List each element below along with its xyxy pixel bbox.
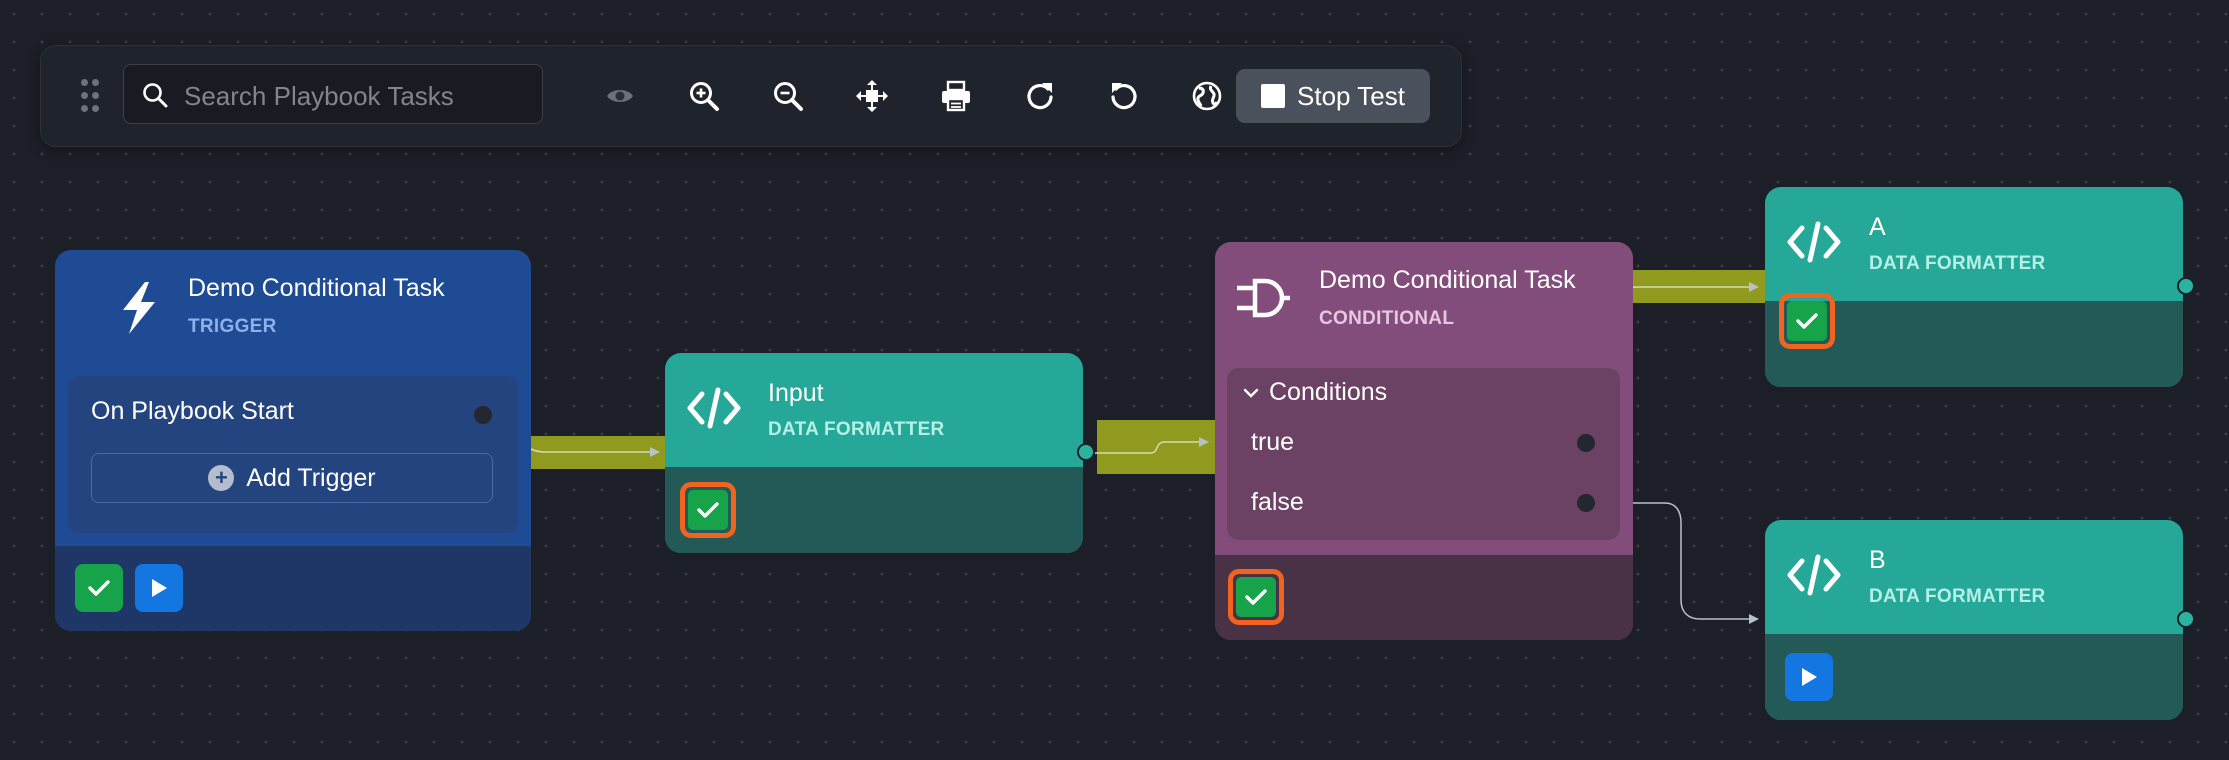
conditional-subtitle: CONDITIONAL: [1319, 308, 1455, 329]
edge-highlight-input-conditional: [1097, 420, 1215, 474]
trigger-body: [68, 376, 518, 533]
conditional-node[interactable]: Demo Conditional Task CONDITIONAL Condit…: [1215, 242, 1633, 640]
trigger-node[interactable]: Demo Conditional Task TRIGGER On Playboo…: [55, 250, 531, 631]
play-icon: [1802, 668, 1817, 686]
redo-icon: [1027, 83, 1053, 110]
edge-false-b[interactable]: [1593, 502, 1759, 624]
zoom-out-icon: [774, 82, 803, 111]
lightning-icon: [123, 282, 155, 334]
search-box: [123, 64, 543, 124]
a-subtitle: DATA FORMATTER: [1869, 253, 2046, 274]
code-icon: [687, 387, 741, 429]
input-node[interactable]: Input DATA FORMATTER: [665, 353, 1083, 553]
a-title: A: [1869, 213, 1886, 241]
conditions-panel: [1227, 368, 1620, 540]
globe-icon: [1192, 81, 1222, 111]
input-subtitle: DATA FORMATTER: [768, 419, 945, 440]
a-node[interactable]: A DATA FORMATTER: [1765, 187, 2183, 387]
add-trigger-button[interactable]: + Add Trigger: [91, 453, 493, 503]
redo-button[interactable]: [1017, 73, 1063, 119]
conditions-toggle[interactable]: Conditions: [1243, 378, 1387, 407]
zoom-in-button[interactable]: [681, 73, 727, 119]
undo-button[interactable]: [1101, 73, 1147, 119]
trigger-title: Demo Conditional Task: [188, 274, 445, 302]
stop-test-label: Stop Test: [1297, 80, 1405, 111]
input-title: Input: [768, 379, 824, 407]
stop-icon: [1261, 84, 1286, 108]
output-port-true[interactable]: [1577, 434, 1595, 452]
success-indicator-selected[interactable]: [1228, 569, 1284, 625]
check-icon: [1796, 313, 1818, 329]
fit-view-button[interactable]: [849, 73, 895, 119]
code-icon: [1787, 554, 1841, 596]
output-port-b[interactable]: [2177, 610, 2195, 628]
conditional-footer: [1215, 555, 1633, 640]
output-port-false[interactable]: [1577, 494, 1595, 512]
zoom-out-button[interactable]: [765, 73, 811, 119]
search-input[interactable]: [182, 75, 526, 117]
b-footer: [1765, 634, 2183, 720]
b-title: B: [1869, 546, 1886, 574]
toggle-visibility-button[interactable]: [597, 73, 643, 119]
stop-test-button[interactable]: Stop Test: [1236, 69, 1430, 123]
success-indicator-selected[interactable]: [1779, 293, 1835, 349]
search-icon: [143, 83, 168, 108]
condition-false: false: [1251, 488, 1304, 516]
check-icon: [697, 502, 719, 518]
conditions-label: Conditions: [1269, 378, 1388, 406]
drag-handle-icon[interactable]: [81, 79, 101, 113]
run-button[interactable]: [1785, 653, 1833, 701]
run-button[interactable]: [135, 564, 183, 612]
plus-circle-icon: +: [208, 465, 235, 491]
b-node[interactable]: B DATA FORMATTER: [1765, 520, 2183, 720]
b-subtitle: DATA FORMATTER: [1869, 586, 2046, 607]
plug-icon: [1237, 278, 1290, 318]
a-footer: [1765, 293, 2183, 387]
toolbar: Stop Test: [40, 45, 1462, 147]
conditional-title: Demo Conditional Task: [1319, 266, 1576, 294]
output-port-a[interactable]: [2177, 277, 2195, 295]
success-indicator-selected[interactable]: [680, 482, 736, 538]
print-button[interactable]: [933, 73, 979, 119]
success-indicator[interactable]: [75, 564, 123, 612]
print-icon: [942, 80, 970, 112]
edge-input-conditional[interactable]: [1092, 437, 1209, 454]
undo-icon: [1111, 83, 1137, 110]
trigger-subtitle: TRIGGER: [188, 316, 277, 337]
eye-icon: [607, 90, 633, 102]
play-icon: [152, 579, 167, 597]
fit-view-icon: [856, 80, 888, 112]
code-icon: [1787, 221, 1841, 263]
trigger-footer: [55, 546, 531, 631]
condition-true: true: [1251, 428, 1295, 456]
input-footer: [665, 467, 1083, 553]
check-icon: [88, 580, 110, 596]
trigger-event-label: On Playbook Start: [91, 397, 294, 425]
chevron-down-icon: [1243, 388, 1259, 398]
output-port-on-playbook-start[interactable]: [474, 406, 492, 424]
zoom-in-icon: [690, 82, 719, 111]
output-port-input[interactable]: [1077, 443, 1095, 461]
check-icon: [1245, 589, 1267, 605]
add-trigger-label: Add Trigger: [246, 463, 376, 492]
globe-button[interactable]: [1184, 73, 1230, 119]
